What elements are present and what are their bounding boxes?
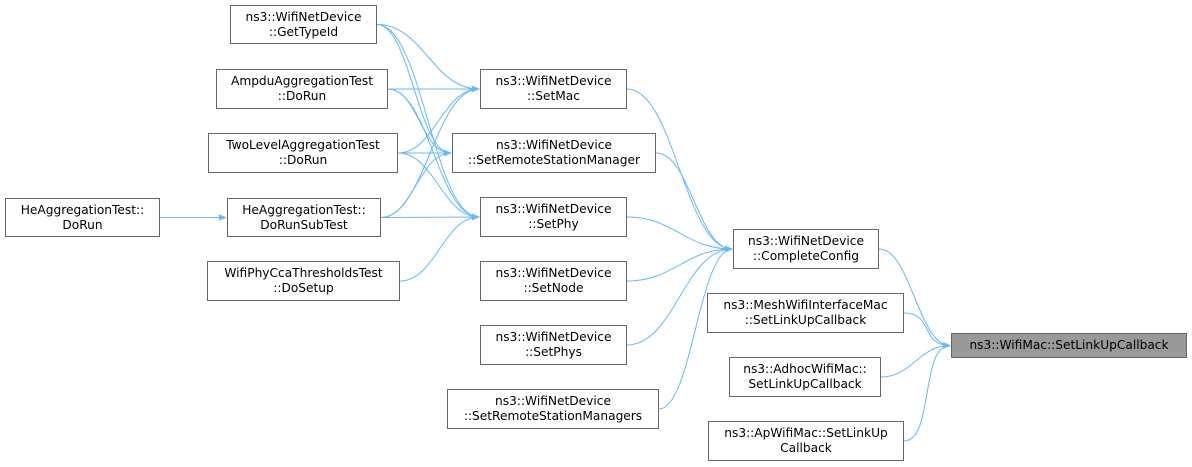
node-wifinetdevice-setremotestationmanager[interactable]: ns3::WifiNetDevice ::SetRemoteStationMan…: [452, 133, 656, 173]
node-label-line2: ::SetRemoteStationManagers: [463, 409, 643, 423]
edge-layer: [160, 24, 951, 442]
node-wifinetdevice-setphys[interactable]: ns3::WifiNetDevice ::SetPhys: [480, 325, 627, 365]
node-label-line2: ::DoSetup: [273, 281, 334, 295]
node-label-line1: ns3::WifiNetDevice: [495, 266, 612, 280]
node-label-line1: ns3::WifiNetDevice: [495, 74, 612, 88]
node-label-line1: ns3::WifiNetDevice: [495, 394, 611, 408]
edge-setNode-to-completeConfig: [626, 245, 733, 282]
node-wifinetdevice-gettypeid[interactable]: ns3::WifiNetDevice ::GetTypeId: [230, 5, 377, 44]
edge-setRsm-to-completeConfig: [655, 152, 733, 253]
node-label-line2: DoRunSubTest: [260, 217, 348, 232]
node-wifinetdevice-completeconfig[interactable]: ns3::WifiNetDevice ::CompleteConfig: [733, 229, 879, 269]
edge-setPhy-to-completeConfig: [626, 216, 733, 253]
node-label-line2: ::CompleteConfig: [752, 249, 860, 263]
node-ap-wifi-mac-setlinkupcallback[interactable]: ns3::ApWifiMac::SetLinkUp Callback: [708, 421, 904, 461]
node-label-line2: SetLinkUpCallback: [748, 377, 862, 391]
node-mesh-wifi-interface-mac-setlinkupcallback[interactable]: ns3::MeshWifiInterfaceMac ::SetLinkUpCal…: [707, 293, 904, 333]
node-wifinetdevice-setmac[interactable]: ns3::WifiNetDevice ::SetMac: [480, 69, 627, 109]
edge-meshMac-to-target: [903, 312, 951, 349]
edge-setMac-to-completeConfig: [626, 88, 733, 253]
node-label-line2: ::SetNode: [523, 281, 584, 295]
node-label-line2: ::SetPhys: [525, 345, 582, 359]
edge-completeConfig-to-target: [878, 248, 951, 349]
node-label-line1: ns3::MeshWifiInterfaceMac: [723, 298, 888, 312]
node-wifinetdevice-setremotestationmanagers[interactable]: ns3::WifiNetDevice ::SetRemoteStationMan…: [447, 389, 659, 429]
node-label-line1: ns3::WifiNetDevice: [748, 234, 864, 248]
edge-setRsms-to-completeConfig: [658, 245, 733, 410]
node-label-line1: ns3::WifiMac::SetLinkUpCallback: [969, 338, 1169, 352]
node-label-line2: ::GetTypeId: [268, 24, 339, 39]
edge-adhocMac-to-target: [880, 342, 951, 378]
node-label-line1: ns3::ApWifiMac::SetLinkUp: [724, 426, 888, 440]
node-he-aggregation-test-dorun[interactable]: HeAggregationTest:: DoRun: [5, 198, 160, 237]
node-adhoc-wifi-mac-setlinkupcallback[interactable]: ns3::AdhocWifiMac:: SetLinkUpCallback: [729, 357, 881, 397]
edge-setPhys-to-completeConfig: [626, 245, 733, 346]
node-two-level-aggregation-test-dorun[interactable]: TwoLevelAggregationTest ::DoRun: [208, 133, 398, 173]
node-label-line2: ::DoRun: [278, 153, 328, 167]
node-he-aggregation-test-dorunsubtest[interactable]: HeAggregationTest:: DoRunSubTest: [227, 198, 381, 237]
node-wifiphy-cca-thresholds-test-dosetup[interactable]: WifiPhyCcaThresholdsTest ::DoSetup: [207, 261, 400, 301]
edge-heSubTest-to-setRsm: [380, 149, 452, 218]
node-label-line1: ns3::WifiNetDevice: [496, 138, 612, 152]
node-label-line2: DoRun: [62, 217, 103, 232]
node-label-line1: ns3::AdhocWifiMac::: [743, 362, 867, 376]
node-label-line1: TwoLevelAggregationTest: [226, 138, 380, 152]
node-wifinetdevice-setnode[interactable]: ns3::WifiNetDevice ::SetNode: [480, 261, 627, 301]
node-label-line1: HeAggregationTest::: [20, 202, 145, 217]
node-label-line1: ns3::WifiNetDevice: [245, 9, 362, 24]
node-label-line1: ns3::WifiNetDevice: [495, 330, 612, 344]
node-label-line1: HeAggregationTest::: [242, 202, 366, 217]
edge-wifiPhyCca-to-setPhy: [399, 213, 480, 282]
node-label-line2: ::SetPhy: [528, 217, 579, 231]
edge-twoLevel-to-setPhy: [397, 152, 480, 221]
node-label-line1: AmpduAggregationTest: [230, 74, 373, 88]
node-label-line1: WifiPhyCcaThresholdsTest: [224, 266, 383, 280]
edge-heSubTest-to-setPhy: [380, 213, 480, 221]
node-label-line2: Callback: [780, 441, 832, 455]
node-label-line2: ::SetMac: [527, 89, 580, 103]
edge-getTypeId-to-setMac: [376, 24, 480, 93]
node-label-line2: ::SetRemoteStationManager: [468, 153, 640, 167]
node-label-line2: ::DoRun: [277, 89, 327, 103]
node-label-line1: ns3::WifiNetDevice: [495, 202, 612, 216]
edge-getTypeId-to-setPhy: [376, 24, 480, 221]
node-wifinetdevice-setphy[interactable]: ns3::WifiNetDevice ::SetPhy: [480, 197, 627, 237]
node-label-line2: ::SetLinkUpCallback: [744, 313, 867, 327]
edge-apMac-to-target: [903, 342, 951, 442]
node-ampdu-aggregation-test-dorun[interactable]: AmpduAggregationTest ::DoRun: [216, 69, 388, 109]
node-wifimac-setlinkupcallback-focus: ns3::WifiMac::SetLinkUpCallback: [951, 333, 1187, 358]
